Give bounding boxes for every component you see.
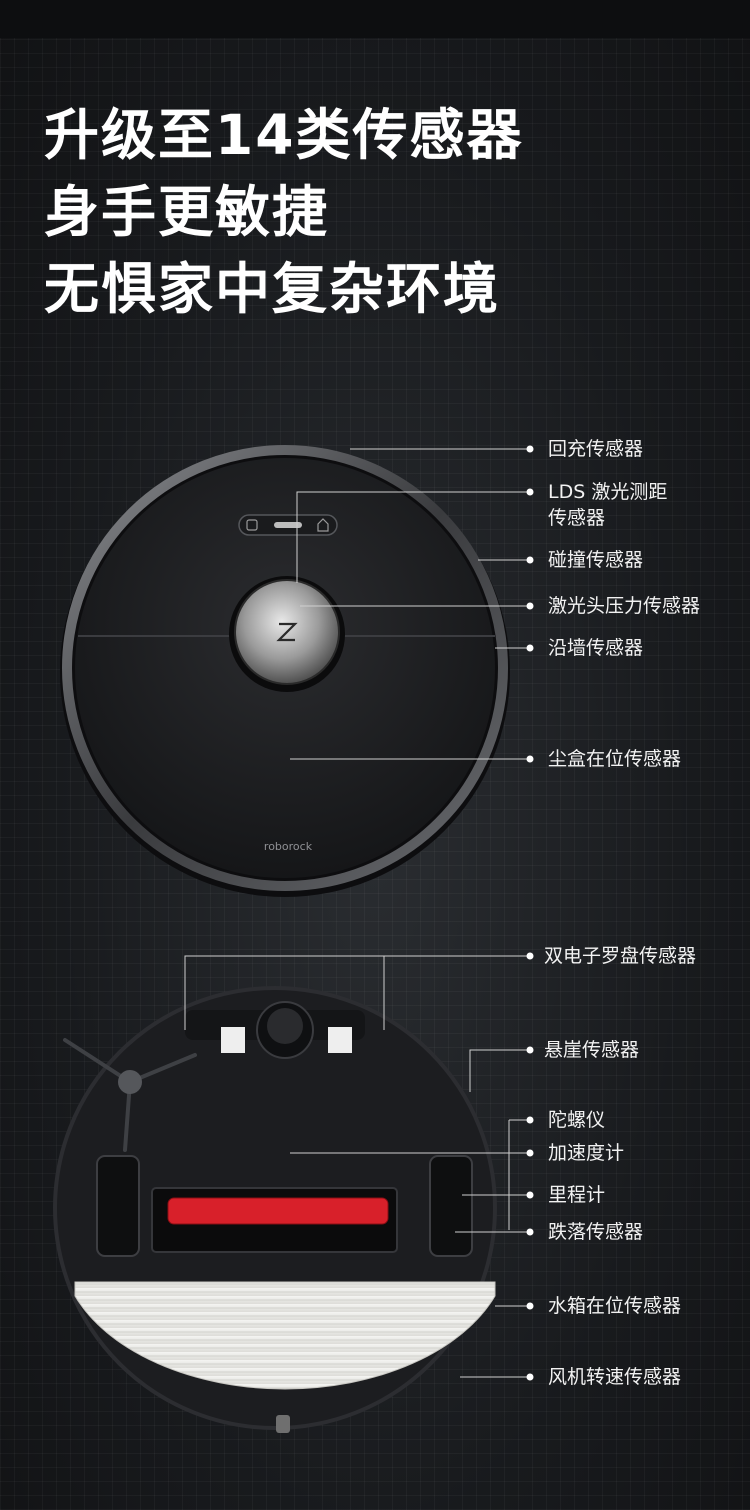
- mop-latch: [276, 1415, 290, 1433]
- label-bumper-sensor: 碰撞传感器: [548, 549, 644, 571]
- headline-line-2: 身手更敏捷: [44, 180, 330, 244]
- bottom-leader-dots: [526, 952, 534, 1381]
- dot: [526, 1373, 534, 1381]
- label-drop-sensor: 跌落传感器: [548, 1221, 644, 1243]
- top-leader-lines: [290, 448, 529, 760]
- label-odometer: 里程计: [548, 1184, 606, 1206]
- top-band: [0, 0, 750, 38]
- headline-line-1: 升级至14类传感器: [44, 103, 524, 167]
- robot-top-view: roborock: [60, 445, 510, 897]
- water-tank-mop: [74, 1281, 496, 1390]
- brand-logo: roborock: [264, 840, 313, 853]
- dot: [526, 644, 534, 652]
- bottom-leader-lines: [184, 955, 529, 1378]
- main-brush-outline: [167, 1197, 389, 1225]
- dot: [526, 1228, 534, 1236]
- cliff-sensor-left: [221, 1027, 245, 1053]
- label-laser-pressure-sensor: 激光头压力传感器: [548, 595, 701, 617]
- spot-clean-icon: [246, 519, 258, 531]
- right-wheel: [429, 1155, 473, 1257]
- label-lds-line1: LDS 激光测距: [548, 481, 668, 503]
- label-accelerometer: 加速度计: [548, 1142, 625, 1164]
- power-button-icon: [274, 522, 302, 528]
- label-fan-sensor: 风机转速传感器: [548, 1366, 682, 1388]
- label-cliff-sensor: 悬崖传感器: [544, 1039, 640, 1061]
- robot-bottom-view: [53, 986, 497, 1433]
- dot: [526, 445, 534, 453]
- brand-z-logo: [276, 622, 298, 642]
- top-leader-dots: [526, 445, 534, 763]
- main-brush: [168, 1198, 388, 1224]
- dot: [526, 1149, 534, 1157]
- leader-lds: [296, 491, 529, 583]
- label-gyro: 陀螺仪: [548, 1109, 606, 1131]
- label-lds-sensor: LDS 激光测距 传感器: [548, 479, 667, 531]
- headline-line-3: 无惧家中复杂环境: [44, 257, 501, 321]
- label-compass-sensor: 双电子罗盘传感器: [544, 945, 697, 967]
- dot: [526, 1116, 534, 1124]
- label-wall-sensor: 沿墙传感器: [548, 637, 644, 659]
- leader-cliff: [469, 1049, 529, 1092]
- label-lds-line2: 传感器: [548, 507, 606, 529]
- dot: [526, 755, 534, 763]
- label-recharge-sensor: 回充传感器: [548, 438, 644, 460]
- leader-compass-a: [184, 955, 529, 1030]
- dot: [526, 1191, 534, 1199]
- dot: [526, 602, 534, 610]
- cliff-sensor-right: [328, 1027, 352, 1053]
- dot: [526, 488, 534, 496]
- side-brush-hub: [118, 1070, 142, 1094]
- robot-top-bumper: [62, 445, 508, 891]
- label-tank-sensor: 水箱在位传感器: [548, 1295, 682, 1317]
- label-dustbin-sensor: 尘盒在位传感器: [548, 748, 682, 770]
- dot: [526, 1302, 534, 1310]
- left-wheel: [96, 1155, 140, 1257]
- caster-hub: [267, 1008, 303, 1044]
- dot: [526, 1046, 534, 1054]
- dot: [526, 952, 534, 960]
- dot: [526, 556, 534, 564]
- home-icon: [317, 518, 329, 532]
